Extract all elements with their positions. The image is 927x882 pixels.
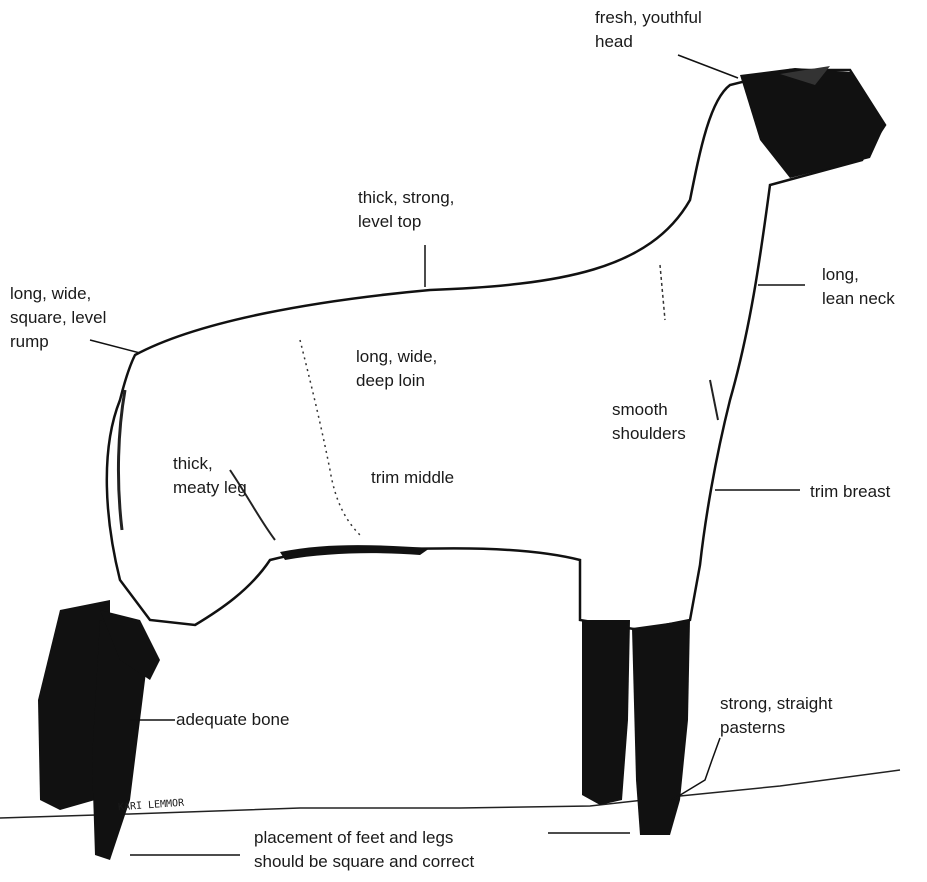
label-middle: trim middle [371, 466, 454, 490]
label-pasterns: strong, straight pasterns [720, 692, 832, 740]
label-shoulders: smooth shoulders [612, 398, 686, 446]
lamb-body-outline [107, 70, 885, 630]
label-neck: long, lean neck [822, 263, 895, 311]
label-top: thick, strong, level top [358, 186, 454, 234]
label-leg: thick, meaty leg [173, 452, 247, 500]
label-bone: adequate bone [176, 708, 289, 732]
label-head: fresh, youthful head [595, 6, 702, 54]
front-leg-left [582, 620, 630, 805]
label-breast: trim breast [810, 480, 890, 504]
label-loin: long, wide, deep loin [356, 345, 437, 393]
front-leg-right [632, 620, 690, 835]
callout-head [678, 55, 738, 78]
label-rump: long, wide, square, level rump [10, 282, 106, 354]
label-placement: placement of feet and legs should be squ… [254, 826, 474, 874]
